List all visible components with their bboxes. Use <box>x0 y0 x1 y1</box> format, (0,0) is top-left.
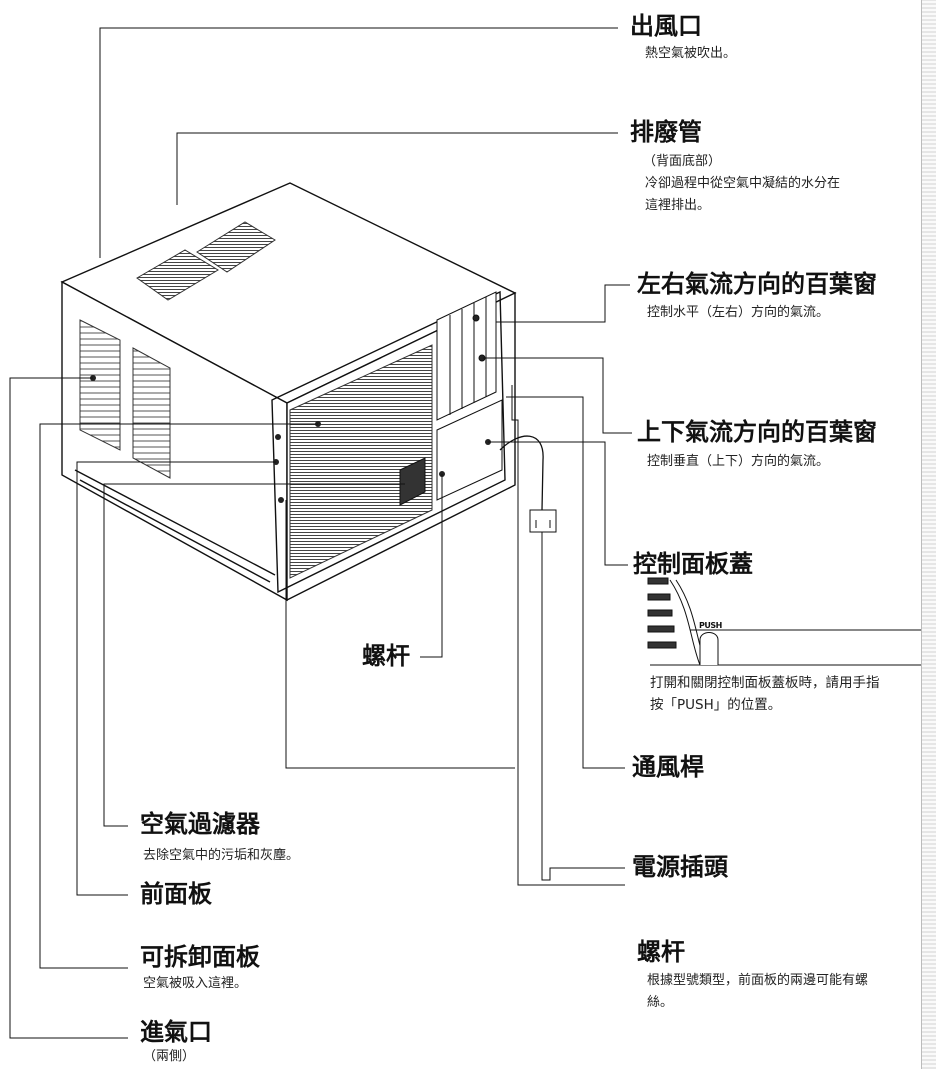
label-screw-bottom: 螺杆 <box>637 938 685 966</box>
note-drain-pipe: （背面底部） <box>643 154 722 169</box>
power-cord <box>499 435 544 511</box>
desc-screw-bottom-1: 根據型號類型，前面板的兩邊可能有螺 <box>647 973 869 988</box>
label-horizontal-louver: 左右氣流方向的百葉窗 <box>637 270 877 298</box>
front-frame <box>271 290 506 594</box>
label-vent-rod: 通風桿 <box>632 753 704 781</box>
note-air-inlet: （兩側） <box>143 1049 196 1064</box>
filter-handle <box>399 457 426 506</box>
desc-horizontal-louver: 控制水平（左右）方向的氣流。 <box>647 305 830 320</box>
label-power-plug: 電源插頭 <box>632 853 728 881</box>
push-illustration <box>647 577 930 666</box>
desc-screw-bottom-2: 絲。 <box>647 995 674 1010</box>
louver-assembly <box>436 291 497 421</box>
leader-lines <box>9 27 632 1039</box>
side-air-inlet-grilles <box>79 319 171 479</box>
desc-control-panel-cover-1: 打開和關閉控制面板蓋板時，請用手指 <box>650 675 880 691</box>
desc-drain-pipe-1: 冷卻過程中從空氣中凝結的水分在 <box>645 176 841 191</box>
label-removable-panel: 可拆卸面板 <box>140 943 260 971</box>
label-vertical-louver: 上下氣流方向的百葉窗 <box>637 418 877 446</box>
power-plug-shape <box>529 509 557 533</box>
top-vents <box>136 221 276 301</box>
desc-control-panel-cover-2: 按「PUSH」的位置。 <box>650 697 782 713</box>
label-control-panel-cover: 控制面板蓋 <box>633 550 753 578</box>
label-air-inlet: 進氣口 <box>140 1018 212 1046</box>
push-tag: PUSH <box>699 621 722 630</box>
front-intake-grille <box>289 344 433 579</box>
desc-drain-pipe-2: 這裡排出。 <box>645 198 711 213</box>
desc-air-outlet: 熱空氣被吹出。 <box>645 46 737 61</box>
page-edge <box>921 0 936 1069</box>
desc-air-filter: 去除空氣中的污垢和灰塵。 <box>143 848 300 863</box>
label-air-outlet: 出風口 <box>630 12 702 40</box>
control-panel-cover-shape <box>436 399 503 501</box>
label-screw-middle: 螺杆 <box>362 642 410 670</box>
desc-vertical-louver: 控制垂直（上下）方向的氣流。 <box>647 454 830 469</box>
label-drain-pipe: 排廢管 <box>630 118 702 146</box>
label-air-filter: 空氣過濾器 <box>140 810 260 838</box>
label-front-panel: 前面板 <box>140 880 212 908</box>
desc-removable-panel: 空氣被吸入這裡。 <box>143 976 248 991</box>
